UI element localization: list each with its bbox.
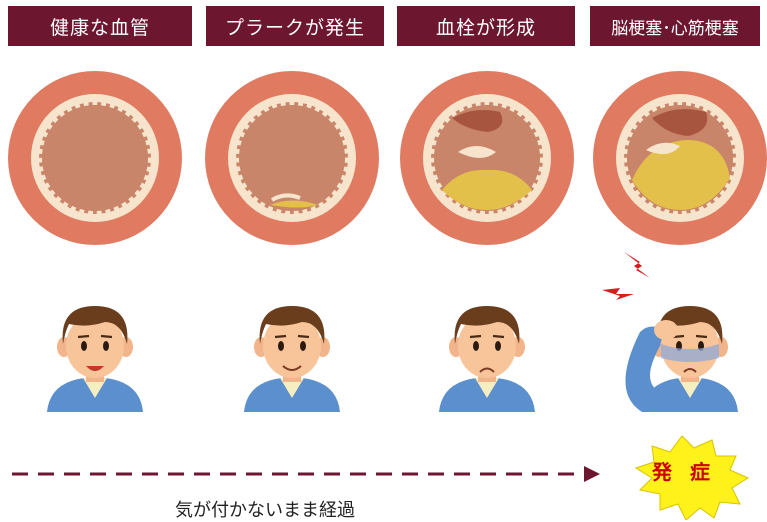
person-plaque <box>242 304 342 414</box>
vessel-plaque <box>205 71 379 245</box>
vessel-infarction <box>593 71 767 245</box>
person-healthy <box>45 304 145 414</box>
stage-label-infarction: 脳梗塞･心筋梗塞 <box>590 6 760 46</box>
timeline-caption: 気が付かないまま経過 <box>175 500 355 521</box>
onset-label: 発症 <box>652 460 728 484</box>
onset-burst-icon <box>634 435 750 520</box>
pain-zap-icon <box>602 288 634 300</box>
stage-label-healthy: 健康な血管 <box>8 6 192 46</box>
timeline-arrow <box>12 466 600 482</box>
person-thrombus <box>437 304 537 414</box>
vessel-thrombus <box>400 71 574 245</box>
stage-label-plaque: プラークが発生 <box>206 6 384 46</box>
vessel-healthy <box>8 71 182 245</box>
stage-label-thrombus: 血栓が形成 <box>397 6 575 46</box>
person-infarction <box>625 304 740 414</box>
pain-zap-icon <box>624 252 650 278</box>
